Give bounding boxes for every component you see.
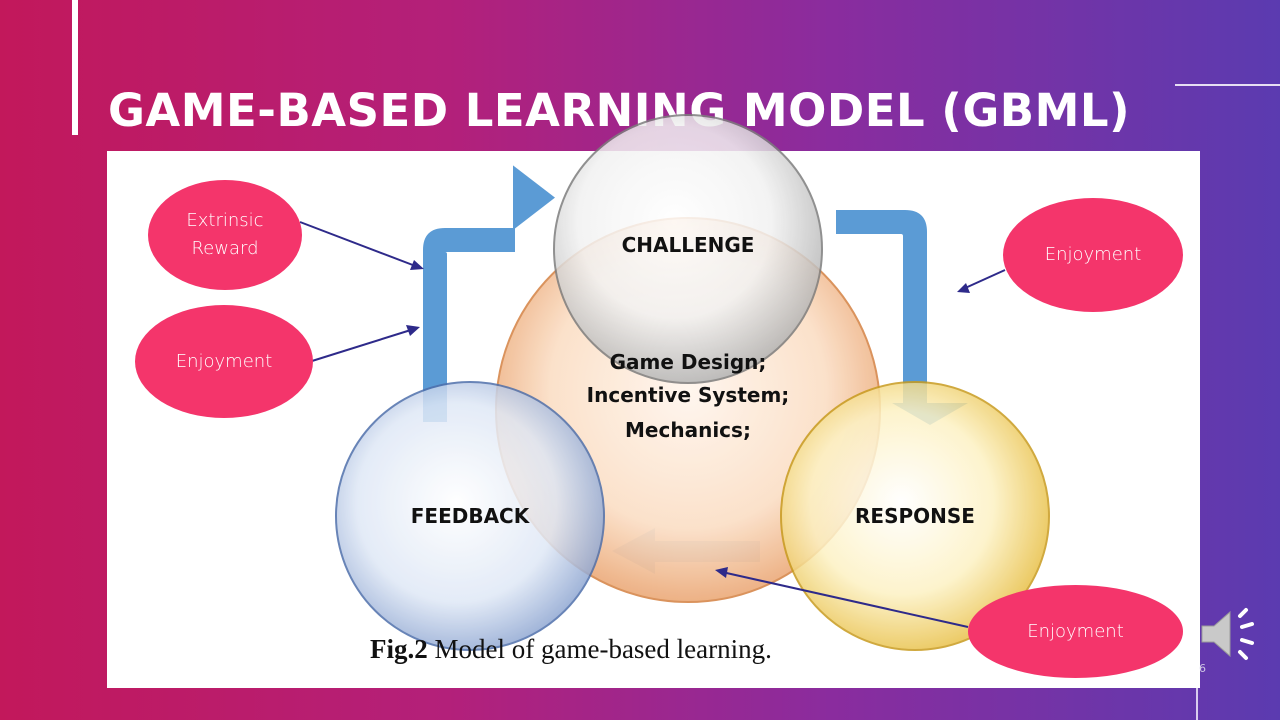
callout-extrinsic-reward-label: Extrinsic Reward: [186, 210, 264, 259]
response-circle: [780, 381, 1050, 651]
challenge-circle: [553, 114, 823, 384]
pointer-arrowhead-extrinsic: [410, 260, 424, 270]
pointer-arrow-enjoyment-bottom: [721, 571, 969, 628]
cycle-arrow-left-up: [423, 165, 555, 422]
pointer-arrowhead-enjoyment-bottom: [715, 567, 728, 578]
challenge-label: CHALLENGE: [622, 233, 755, 257]
callout-extrinsic-reward: Extrinsic Reward: [148, 180, 302, 290]
page-number: 6: [1199, 662, 1206, 675]
accent-vertical-bar: [72, 0, 78, 135]
speaker-icon[interactable]: [1196, 602, 1262, 666]
pointer-arrow-enjoyment-left: [311, 328, 415, 362]
callout-enjoyment-left: Enjoyment: [135, 305, 313, 418]
callout-enjoyment-bottom-label: Enjoyment: [1027, 620, 1124, 642]
callout-enjoyment-bottom: Enjoyment: [968, 585, 1183, 678]
center-label-incentive-system: Incentive System;: [587, 383, 790, 407]
accent-horizontal-line: [1175, 84, 1280, 86]
slide-title: GAME-BASED LEARNING MODEL (GBML): [108, 84, 1131, 137]
callout-enjoyment-right-label: Enjoyment: [1044, 244, 1142, 265]
center-label-game-design: Game Design;: [610, 350, 767, 374]
feedback-circle: [335, 381, 605, 651]
pointer-arrowhead-enjoyment-left: [406, 325, 420, 336]
figure-caption-text: Model of game-based learning.: [428, 634, 772, 664]
pointer-arrowhead-enjoyment-right: [957, 283, 970, 293]
pointer-arrow-enjoyment-right: [962, 269, 1006, 290]
feedback-label: FEEDBACK: [411, 504, 531, 528]
callout-enjoyment-right: Enjoyment: [1003, 198, 1183, 312]
response-label: RESPONSE: [855, 504, 975, 528]
figure-caption: Fig.2 Model of game-based learning.: [370, 634, 772, 664]
pointer-arrow-extrinsic: [299, 221, 419, 268]
callout-enjoyment-left-label: Enjoyment: [175, 350, 273, 372]
center-label-mechanics: Mechanics;: [625, 418, 751, 442]
figure-caption-number: Fig.2: [370, 634, 428, 664]
